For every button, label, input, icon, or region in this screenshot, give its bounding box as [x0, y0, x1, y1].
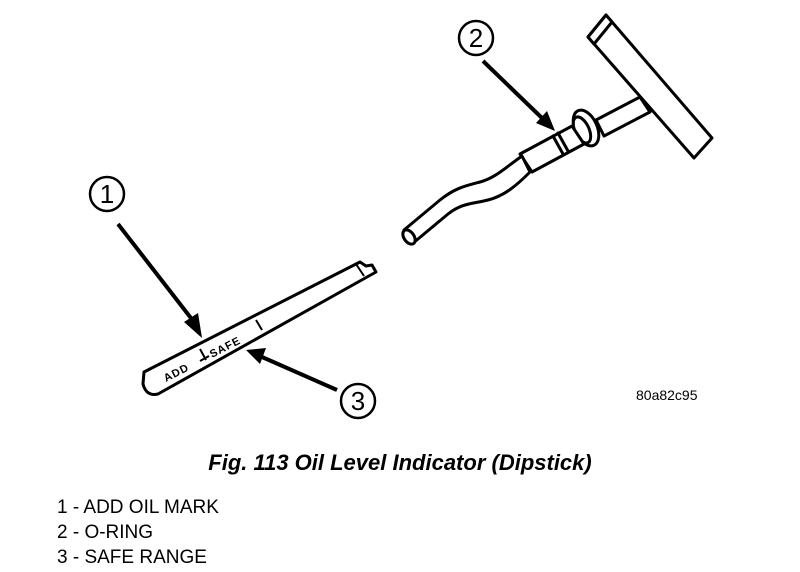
callout-3: 3 [246, 348, 377, 420]
legend-item: 2 - O-RING [57, 522, 154, 543]
figure-caption: Fig. 113 Oil Level Indicator (Dipstick) [208, 450, 592, 475]
callout-3-number: 3 [351, 386, 365, 416]
legend-item: 3 - SAFE RANGE [57, 547, 207, 568]
blade-edge-line [355, 263, 365, 277]
callout-2: 2 [457, 19, 555, 131]
tube-ring-line [551, 134, 565, 156]
tube-end [401, 228, 417, 246]
dipstick-handle-assembly [401, 13, 714, 246]
drawing-code: 80a82c95 [636, 387, 698, 403]
legend-list: 1 - ADD OIL MARK 2 - O-RING 3 - SAFE RAN… [57, 495, 219, 570]
dipstick-tube-bend [402, 154, 532, 246]
callout-2-leader [481, 59, 545, 121]
t-handle [586, 13, 714, 160]
dipstick-illustration: ADD SAFE 1 2 3 [88, 13, 714, 420]
callout-1-arrowhead [184, 313, 202, 338]
t-handle-top-face [586, 13, 614, 46]
tube-ring-line [556, 131, 570, 153]
callout-3-leader [261, 355, 338, 392]
callout-2-arrowhead [536, 111, 555, 131]
callout-1-leader [116, 222, 196, 324]
callout-2-number: 2 [469, 23, 483, 53]
dipstick-blade: ADD SAFE [141, 260, 378, 396]
blade-divider [255, 319, 263, 331]
add-safe-dash [199, 355, 210, 362]
handle-shaft [594, 95, 652, 138]
legend-item: 1 - ADD OIL MARK [57, 497, 219, 518]
callout-3-arrowhead [246, 348, 266, 364]
callout-1-number: 1 [100, 179, 114, 209]
dipstick-tube [518, 124, 586, 174]
callout-1: 1 [88, 175, 202, 338]
